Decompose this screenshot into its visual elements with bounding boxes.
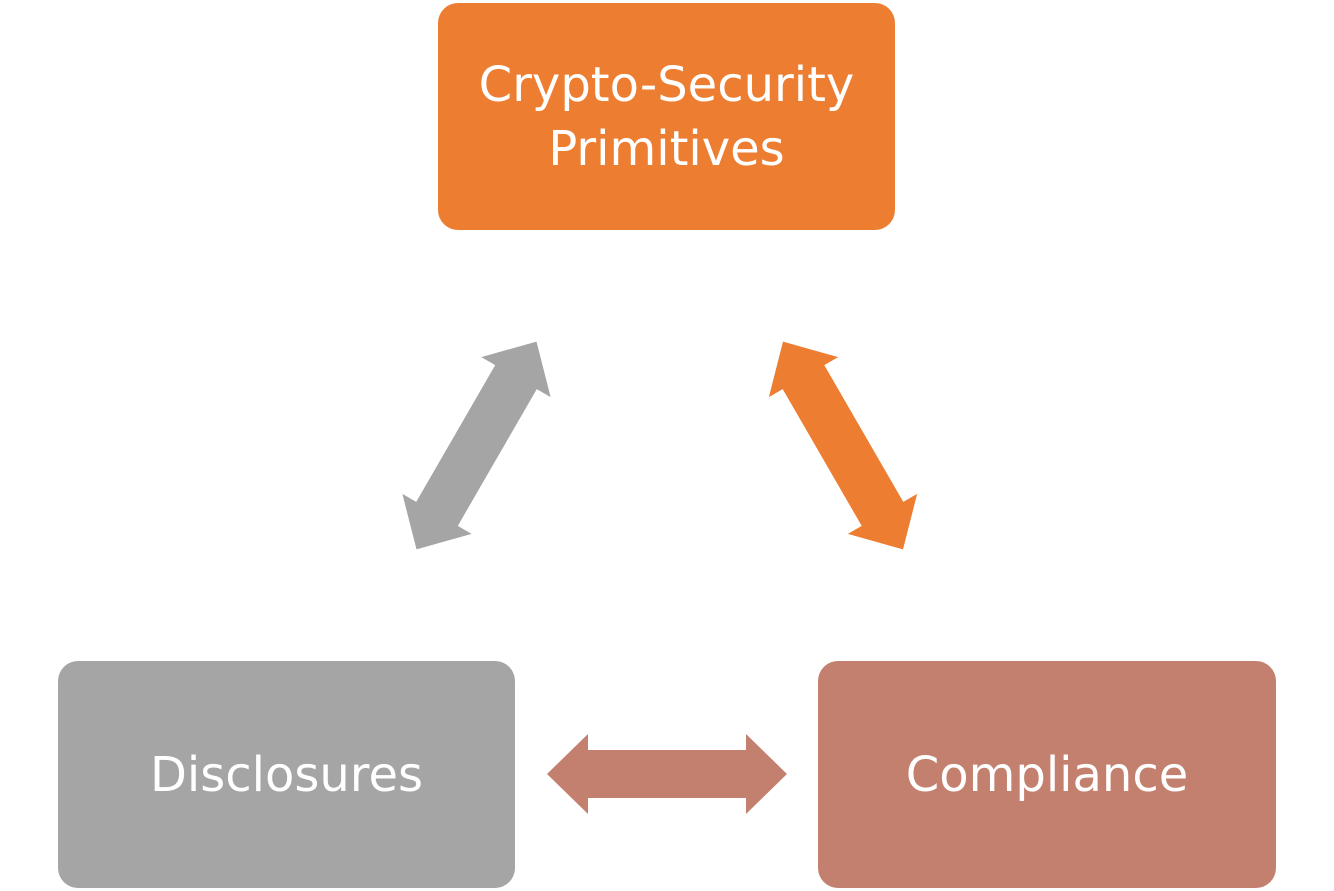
node-label: Disclosures	[149, 746, 424, 803]
node-crypto-security-primitives: Crypto-Security Primitives	[438, 3, 895, 230]
node-disclosures: Disclosures	[58, 661, 515, 888]
double-arrow-disclosures-crypto	[402, 341, 551, 550]
node-label: Compliance	[905, 746, 1189, 803]
node-compliance: Compliance	[818, 661, 1276, 888]
double-arrow-crypto-compliance	[768, 341, 918, 550]
node-label: Crypto-Security Primitives	[478, 56, 855, 177]
double-arrow-disclosures-compliance	[547, 734, 787, 814]
